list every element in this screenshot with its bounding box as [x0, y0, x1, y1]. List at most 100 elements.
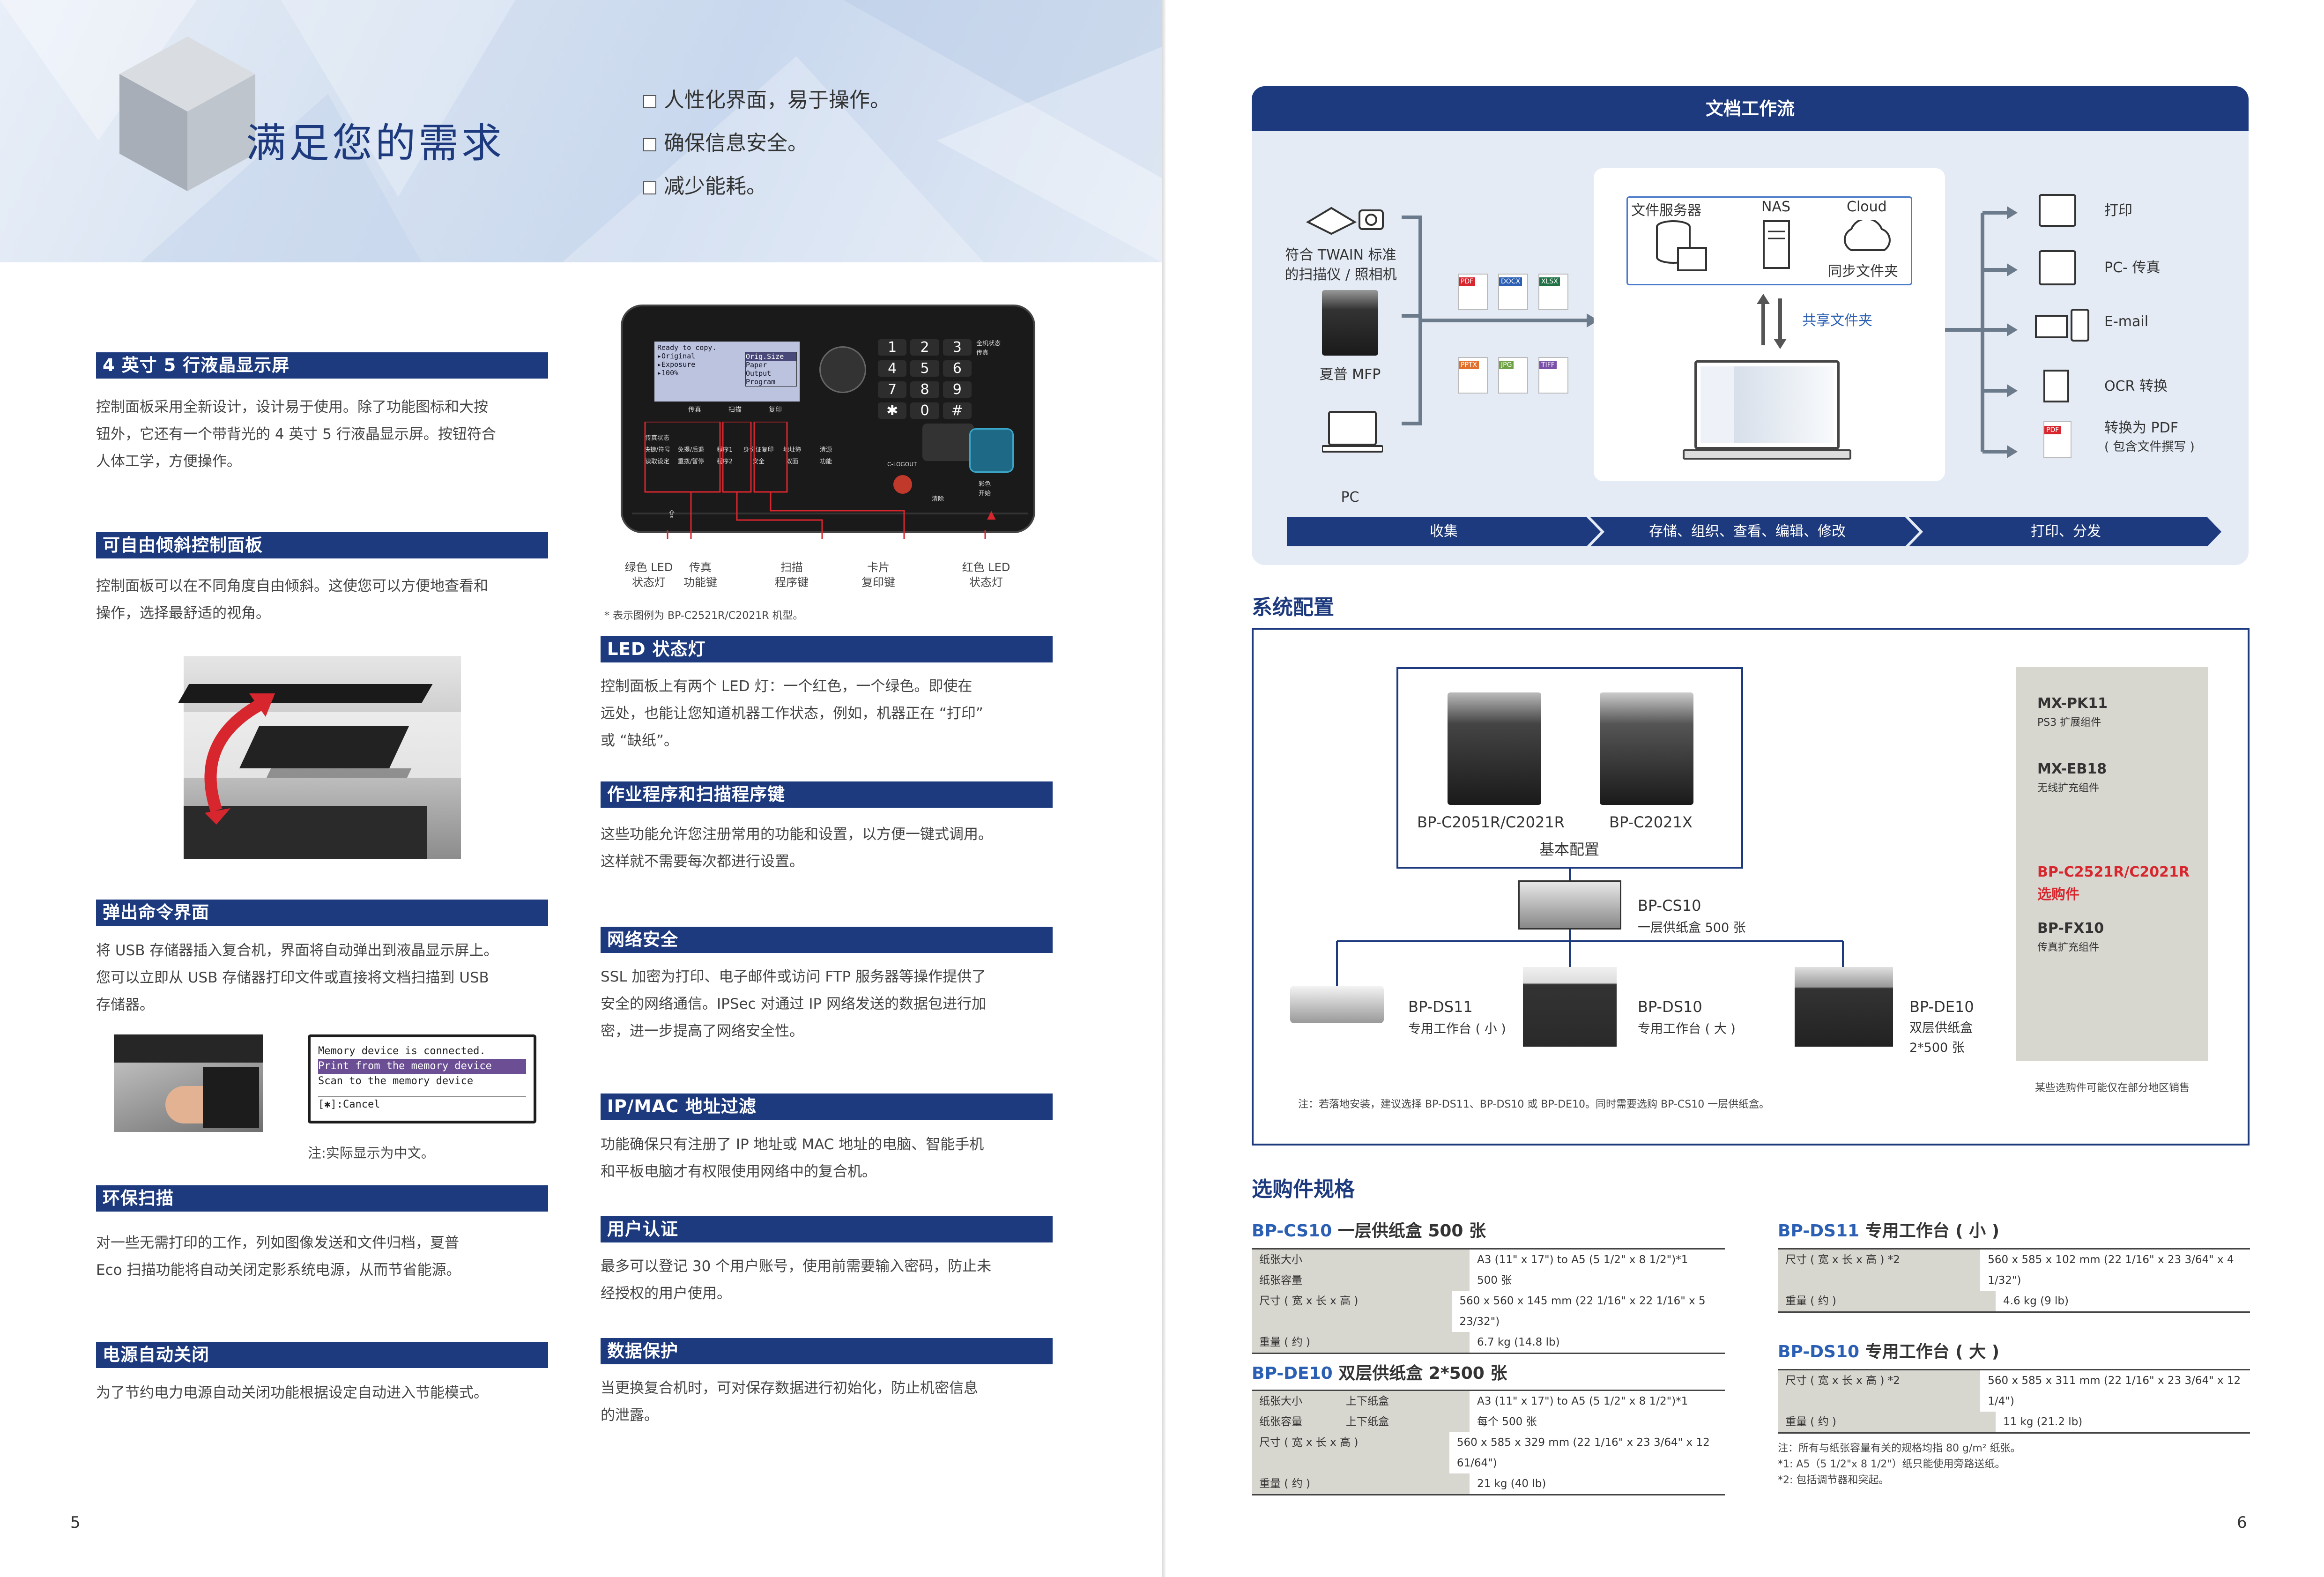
- step-label: 收集: [1430, 523, 1458, 540]
- nas-label: NAS: [1761, 199, 1791, 215]
- tilt-panel-photo: [178, 656, 461, 859]
- printer-icon: [2039, 194, 2076, 227]
- check-item: 确保信息安全。: [643, 122, 891, 165]
- workflow-steps: [1287, 517, 2221, 546]
- option-desc: 专用工作台 ( 小 ): [1408, 1022, 1506, 1036]
- stop-button: [893, 475, 912, 494]
- section-title: 数据保护: [601, 1338, 1053, 1364]
- base-config-label: 基本配置: [1539, 841, 1599, 858]
- cloud-label: Cloud: [1847, 199, 1887, 215]
- output-label: 转换为 PDF( 包含文件撰写 ): [2104, 420, 2195, 454]
- laptop-base: [1683, 449, 1851, 460]
- base-config-box: BP-C2051R/C2021R BP-C2021X 基本配置: [1396, 667, 1743, 869]
- mfp-label: 夏普 MFP: [1319, 366, 1381, 383]
- twain-label: 符合 TWAIN 标准的扫描仪 / 照相机: [1285, 247, 1397, 283]
- control-panel-image: Ready to copy. ▸Original▸Exposure▸100% O…: [621, 305, 1035, 533]
- section-body: SSL 加密为打印、电子邮件或访问 FTP 服务器等操作提供了安全的网络通信。I…: [601, 968, 987, 1040]
- server-group: [1626, 196, 1912, 285]
- options-note: 某些选购件可能仅在部分地区销售: [2034, 1082, 2190, 1094]
- shared-folder-label: 共享文件夹: [1802, 312, 1872, 329]
- nas-icon: [1763, 220, 1790, 269]
- mfp-icon: [1322, 290, 1378, 356]
- check-item: 人性化界面，易于操作。: [643, 79, 891, 122]
- workflow-title: 文档工作流: [1252, 86, 2249, 131]
- spec-title: 选购件规格: [1252, 1177, 1355, 1201]
- storage-box: 文件服务器 NAS Cloud 同步文件夹 共享文件夹: [1594, 168, 1945, 481]
- ocr-document-icon: [2043, 370, 2069, 402]
- section-title: 电源自动关闭: [96, 1342, 548, 1368]
- jpg-file-icon: JPG: [1498, 357, 1528, 394]
- bp-ds11-image: [1290, 986, 1384, 1023]
- black-start-button: [922, 424, 974, 461]
- callout-label: 红色 LED 状态灯: [962, 561, 1010, 589]
- green-led-icon: ⇪: [667, 508, 677, 521]
- option-label: BP-DS10: [1638, 998, 1702, 1016]
- section-title: 作业程序和扫描程序键: [601, 781, 1053, 808]
- banner-pattern: [0, 0, 1162, 262]
- fax-icon: [2039, 250, 2076, 285]
- section-title: 网络安全: [601, 927, 1053, 953]
- file-type-icons: PDF DOCX XLSX PPTX JPG TIFF: [1458, 274, 1572, 394]
- spec-notes: 注：所有与纸张容量有关的规格均指 80 g/m² 纸张。*1: A5（5 1/2…: [1778, 1443, 2021, 1486]
- system-config-title: 系统配置: [1252, 595, 1334, 619]
- section-title: 可自由倾斜控制面板: [96, 532, 548, 558]
- panel-note: * 表示图例为 BP-C2521R/C2021R 机型。: [604, 610, 803, 622]
- tiff-file-icon: TIFF: [1538, 357, 1568, 394]
- panel-lcd: Ready to copy. ▸Original▸Exposure▸100% O…: [654, 342, 800, 402]
- mfp-model-image: [1448, 692, 1541, 805]
- color-start-button: [969, 428, 1014, 473]
- model-label: BP-C2051R/C2021R: [1417, 813, 1565, 831]
- model-label: BP-C2021X: [1609, 813, 1693, 831]
- step-label: 存储、组织、查看、编辑、修改: [1649, 523, 1846, 540]
- options-panel: MX-PK11 PS3 扩展组件 MX-EB18 无线扩充组件 BP-C2521…: [2016, 667, 2208, 1061]
- output-label: 打印: [2104, 202, 2132, 219]
- section-body: 功能确保只有注册了 IP 地址或 MAC 地址的电脑、智能手机和平板电脑才有权限…: [601, 1136, 984, 1180]
- option-desc: 专用工作台 ( 大 ): [1638, 1022, 1736, 1036]
- spec-table-title: BP-DS10 专用工作台 ( 大 ): [1778, 1342, 2000, 1361]
- phone-icon: [2071, 309, 2089, 342]
- config-note: 注：若落地安装，建议选择 BP-DS11、BP-DS10 或 BP-DE10。同…: [1298, 1099, 1770, 1110]
- callout-label: 绿色 LED 状态灯: [624, 561, 673, 589]
- output-connector: [1945, 206, 2018, 458]
- scanner-camera-icon: [1306, 207, 1384, 235]
- sync-arrows-icon: [1757, 294, 1787, 349]
- spec-table-title: BP-DE10 双层供纸盒 2*500 张: [1252, 1364, 1507, 1383]
- lcd-note: 注:实际显示为中文。: [308, 1145, 435, 1161]
- section-body: 控制面板上有两个 LED 灯：一个红色，一个绿色。即使在远处，也能让您知道机器工…: [601, 678, 983, 749]
- cube-graphic: [119, 37, 255, 191]
- file-server-label: 文件服务器: [1631, 202, 1701, 219]
- section-title: 环保扫描: [96, 1185, 548, 1212]
- server-icon: [1656, 220, 1707, 271]
- section-body: 为了节约电力电源自动关闭功能根据设定自动进入节能模式。: [96, 1384, 488, 1401]
- output-label: OCR 转换: [2104, 378, 2168, 394]
- callout-label: 传真 功能键: [683, 561, 717, 589]
- spec-table-title: BP-DS11 专用工作台 ( 小 ): [1778, 1221, 2000, 1241]
- section-title: IP/MAC 地址过滤: [601, 1093, 1053, 1120]
- section-title: LED 状态灯: [601, 636, 1053, 662]
- system-config-box: BP-C2051R/C2021R BP-C2021X 基本配置 BP-CS10 …: [1252, 628, 2250, 1146]
- spec-table-title: BP-CS10 一层供纸盒 500 张: [1252, 1221, 1486, 1241]
- red-led-icon: ▲: [987, 508, 996, 521]
- docx-file-icon: DOCX: [1498, 274, 1528, 310]
- section-body: 这些功能允许您注册常用的功能和设置，以方便一键式调用。这样就不需要每次都进行设置…: [601, 826, 993, 870]
- bp-cs10-image: [1518, 880, 1621, 930]
- bp-ds10-image: [1523, 967, 1617, 1047]
- workflow-panel: 文档工作流 符合 TWAIN 标准的扫描仪 / 照相机 夏普 MFP PC PD…: [1252, 86, 2249, 565]
- page-title: 满足您的需求: [246, 120, 505, 167]
- page-gutter: [1162, 0, 1166, 1577]
- config-connectors: [1336, 869, 1844, 986]
- section-body: 最多可以登记 30 个用户账号，使用前需要输入密码，防止未经授权的用户使用。: [601, 1258, 992, 1302]
- section-body: 控制面板可以在不同角度自由倾斜。这使您可以方便地查看和操作，选择最舒适的视角。: [96, 578, 488, 622]
- callout-lines: [644, 422, 986, 539]
- header-banner: 满足您的需求 人性化界面，易于操作。 确保信息安全。 减少能耗。: [0, 0, 1162, 262]
- dpad-button: [819, 346, 866, 393]
- tilt-arrow-icon: [204, 693, 275, 825]
- pdf-file-icon: PDF: [1458, 274, 1488, 310]
- lcd-display: Memory device is connected. Print from t…: [308, 1034, 536, 1123]
- output-label: PC- 传真: [2104, 260, 2161, 276]
